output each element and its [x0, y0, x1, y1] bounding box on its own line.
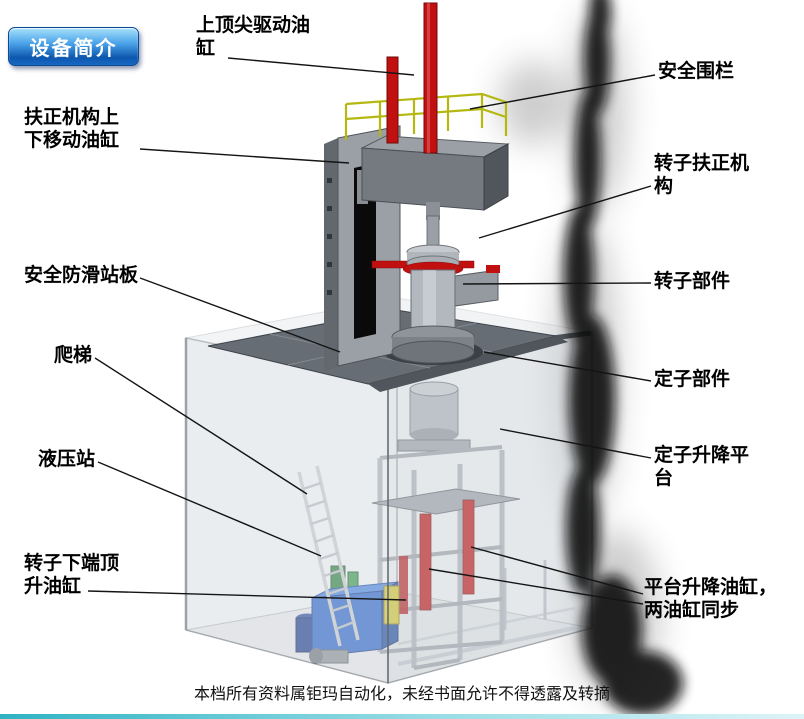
callout-rotor-centering-mechanism: 转子扶正机构	[654, 153, 750, 197]
leader-lines	[87, 57, 656, 605]
pit-front-walls	[184, 331, 594, 684]
top-drive-cylinders	[386, 2, 438, 154]
title-badge: 设备简介	[8, 27, 139, 66]
callout-antislip-platform: 安全防滑站板	[24, 265, 139, 286]
platform-lift-cylinders	[399, 499, 475, 614]
access-ladder	[297, 465, 360, 647]
callout-centering-lift-cylinder: 扶正机构上下移动油缸	[24, 107, 120, 151]
callout-ladder: 爬梯	[54, 345, 93, 366]
smoke-shadow	[564, 0, 683, 715]
callout-stator-lift-platform: 定子升降平台	[654, 445, 750, 489]
callout-rotor-component: 转子部件	[654, 271, 731, 292]
callout-platform-lift-cylinders: 平台升降油缸，两油缸同步	[644, 577, 778, 621]
rotor-assembly	[371, 215, 500, 364]
bottom-accent-bar	[0, 714, 804, 719]
callout-rotor-bottom-jack-cylinder: 转子下端顶升油缸	[24, 553, 120, 597]
copyright-notice: 本档所有资料属钜玛自动化，未经书面允许不得透露及转摘	[193, 686, 610, 703]
callout-stator-component: 定子部件	[654, 369, 731, 390]
callout-top-center-cylinder: 上顶尖驱动油缸	[196, 15, 311, 59]
callout-hydraulic-station: 液压站	[38, 449, 96, 470]
callout-safety-fence: 安全围栏	[658, 61, 735, 82]
stator-lift-frame	[371, 445, 521, 670]
stator-assembly	[397, 381, 471, 452]
